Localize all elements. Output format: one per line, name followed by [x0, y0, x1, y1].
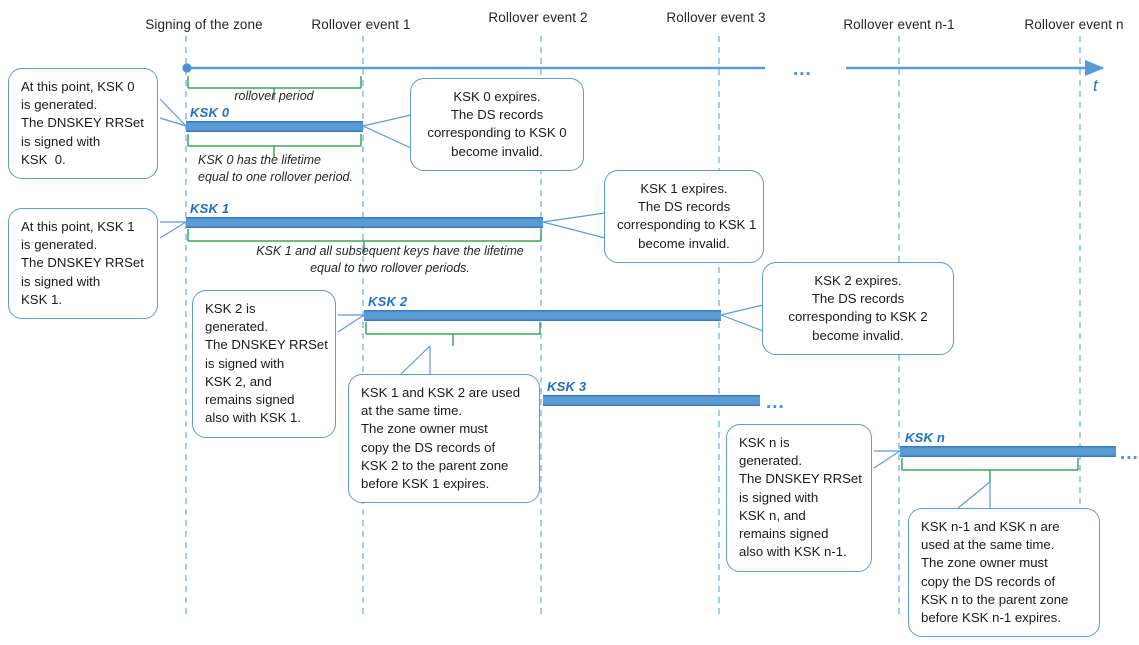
- ksk-label-ksk-0: KSK 0: [190, 105, 230, 120]
- time-axis: [182, 59, 1105, 77]
- leader-ksk2-generated: [337, 314, 365, 333]
- event-label-rollover-1: Rollover event 1: [311, 17, 411, 32]
- axis-label-t: t: [1093, 76, 1098, 95]
- brace-ksk2-lifetime: [365, 322, 541, 346]
- ksk-label-ksk-3: KSK 3: [547, 379, 587, 394]
- leader-kskn-1-kskn-overlap: [957, 481, 991, 509]
- leader-ksk0-expires: [362, 114, 412, 149]
- leader-kskn-generated: [873, 450, 901, 469]
- event-label-rollover-n: Rollover event n: [1024, 17, 1124, 32]
- callout-ksk1-ksk2-overlap: KSK 1 and KSK 2 are used at the same tim…: [348, 374, 540, 504]
- callout-ksk0-generated: At this point, KSK 0 is generated. The D…: [8, 68, 158, 180]
- leader-ksk1-generated: [159, 221, 187, 239]
- leader-ksk2-expires: [720, 304, 764, 332]
- timeline-gap-ellipsis: ...: [793, 59, 812, 80]
- bar-ksk-n: [900, 446, 1116, 457]
- callout-ksk2-expires: KSK 2 expires. The DS records correspond…: [762, 262, 954, 355]
- callout-ksk1-generated: At this point, KSK 1 is generated. The D…: [8, 208, 158, 320]
- bar-ksk-3: [543, 395, 760, 406]
- leader-ksk1-expires: [542, 212, 606, 239]
- brace-kskn-lifetime: [901, 458, 1079, 482]
- kskn-tail-ellipsis: ...: [1120, 443, 1139, 464]
- note-ksk0-lifetime: KSK 0 has the lifetime equal to one roll…: [198, 153, 353, 184]
- ksk-label-ksk-1: KSK 1: [190, 201, 230, 216]
- leader-ksk0-generated-b: [159, 117, 187, 127]
- event-label-signing: Signing of the zone: [145, 17, 263, 32]
- ksk-label-ksk-n: KSK n: [905, 430, 945, 445]
- note-ksk1-lifetime: KSK 1 and all subsequent keys have the l…: [256, 244, 524, 275]
- callout-ksk1-expires: KSK 1 expires. The DS records correspond…: [604, 170, 764, 263]
- callout-kskn-1-kskn-overlap: KSK n-1 and KSK n are used at the same t…: [908, 508, 1100, 638]
- axis-origin-dot: [182, 63, 192, 73]
- event-label-rollover-3: Rollover event 3: [666, 10, 766, 25]
- ksk3-tail-ellipsis: ...: [766, 392, 785, 413]
- bar-ksk-2: [364, 310, 721, 321]
- event-label-rollover-2: Rollover event 2: [488, 10, 588, 25]
- callout-ksk0-expires: KSK 0 expires. The DS records correspond…: [410, 78, 584, 171]
- event-label-rollover-n-1: Rollover event n-1: [843, 17, 955, 32]
- ksk-label-ksk-2: KSK 2: [368, 294, 408, 309]
- callout-kskn-generated: KSK n is generated. The DNSKEY RRSet is …: [726, 424, 872, 572]
- bar-ksk-0: [186, 121, 363, 132]
- note-rollover-period: rollover period: [234, 89, 314, 103]
- leader-ksk0-generated-a: [159, 98, 187, 127]
- leader-ksk1-ksk2-overlap: [399, 345, 431, 376]
- callout-ksk2-generated: KSK 2 is generated. The DNSKEY RRSet is …: [192, 290, 336, 438]
- bar-ksk-1: [186, 217, 543, 228]
